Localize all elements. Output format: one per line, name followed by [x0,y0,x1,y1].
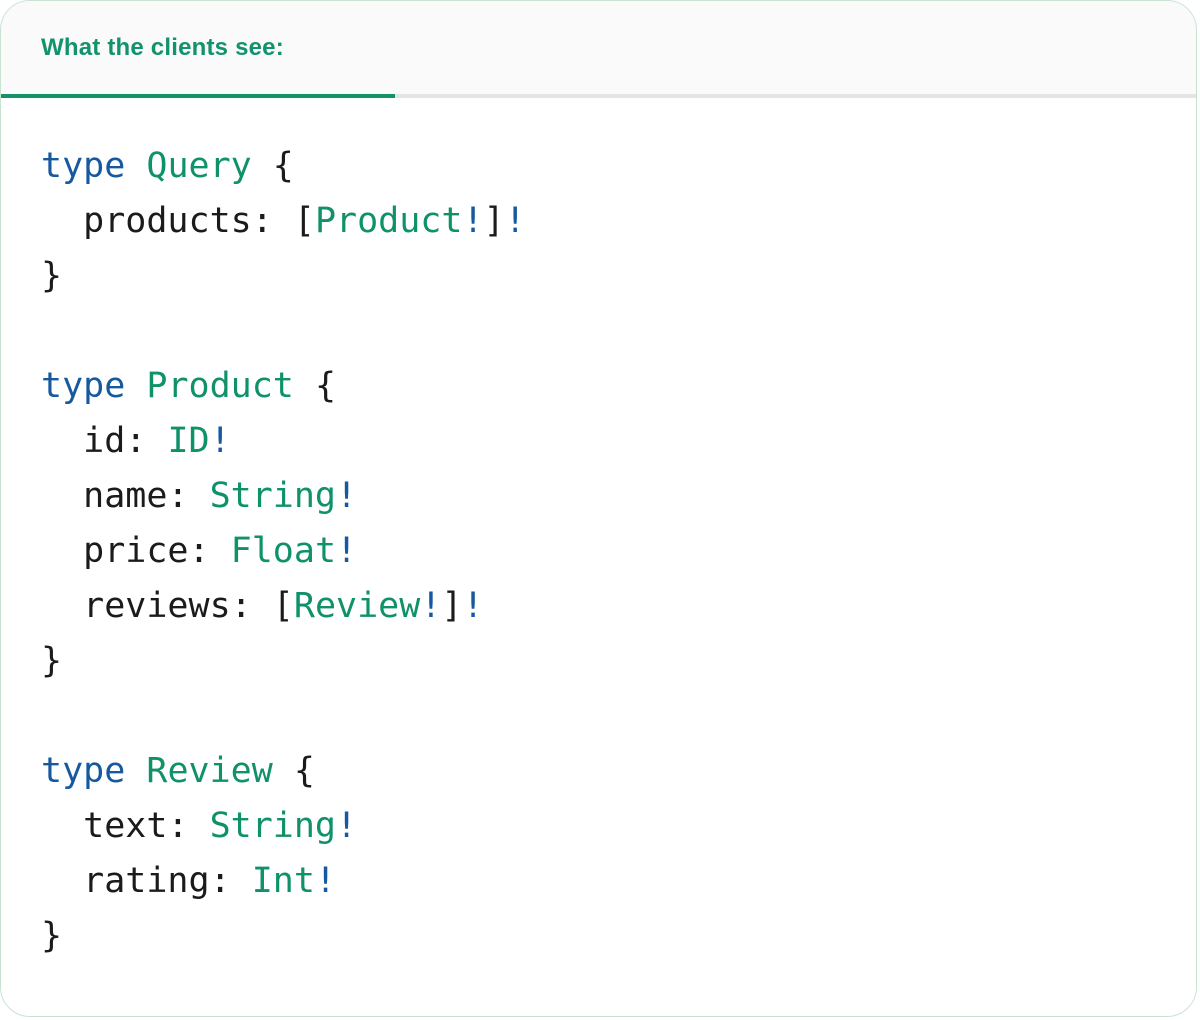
code-line: } [41,909,1156,964]
code-token-keyword: ! [420,586,442,626]
code-token-plain: products: [ [41,201,315,241]
code-line [41,689,1156,744]
code-token-keyword: ! [336,476,358,516]
code-token-plain: } [41,256,63,296]
code-token-keyword: ! [462,201,484,241]
code-line: text: String! [41,799,1156,854]
code-token-keyword: ! [336,806,358,846]
code-token-type: String [209,476,337,516]
code-line: price: Float! [41,524,1156,579]
code-token-keyword: type [41,751,126,791]
code-token-type: String [209,806,337,846]
code-token-plain: ] [441,586,463,626]
code-token-keyword: ! [462,586,484,626]
code-token-plain: } [41,641,63,681]
code-token-keyword: ! [336,531,358,571]
code-token-plain: ] [483,201,505,241]
graphql-schema-code-block: type Query { products: [Product!]!} type… [41,139,1156,964]
code-token-plain: id: [41,421,168,461]
code-line: rating: Int! [41,854,1156,909]
code-token-type: Review [293,586,421,626]
code-line: } [41,634,1156,689]
panel-header: What the clients see: [1,1,1196,94]
code-area: type Query { products: [Product!]!} type… [1,98,1196,1004]
active-tab-underline [1,94,395,98]
code-token-keyword: ! [209,421,231,461]
code-token-plain [125,366,146,406]
code-token-plain: price: [41,531,231,571]
tab-what-clients-see[interactable]: What the clients see: [41,33,284,61]
code-token-plain [125,146,146,186]
code-token-type: Product [146,366,294,406]
code-line: name: String! [41,469,1156,524]
code-token-keyword: type [41,366,126,406]
code-token-plain: { [251,146,294,186]
code-token-plain: text: [41,806,210,846]
code-line: reviews: [Review!]! [41,579,1156,634]
code-token-plain: reviews: [ [41,586,294,626]
code-token-type: Float [230,531,337,571]
tab-divider [1,94,1196,98]
code-token-plain: { [293,366,337,406]
code-line: type Query { [41,139,1156,194]
code-token-plain: } [41,916,63,956]
code-token-type: Product [314,201,463,241]
code-token-type: ID [167,421,210,461]
code-line: products: [Product!]! [41,194,1156,249]
code-line: id: ID! [41,414,1156,469]
code-line: type Review { [41,744,1156,799]
code-line: type Product { [41,359,1156,414]
code-token-keyword: ! [314,861,337,901]
code-token-plain: name: [41,476,210,516]
code-token-plain: rating: [41,861,252,901]
code-token-plain [125,751,146,791]
code-line [41,304,1156,359]
code-line: } [41,249,1156,304]
code-token-type: Review [146,751,273,791]
code-token-plain: { [272,751,315,791]
code-token-type: Int [251,861,315,901]
code-token-keyword: type [41,146,126,186]
code-token-keyword: ! [504,201,526,241]
code-token-type: Query [146,146,252,186]
